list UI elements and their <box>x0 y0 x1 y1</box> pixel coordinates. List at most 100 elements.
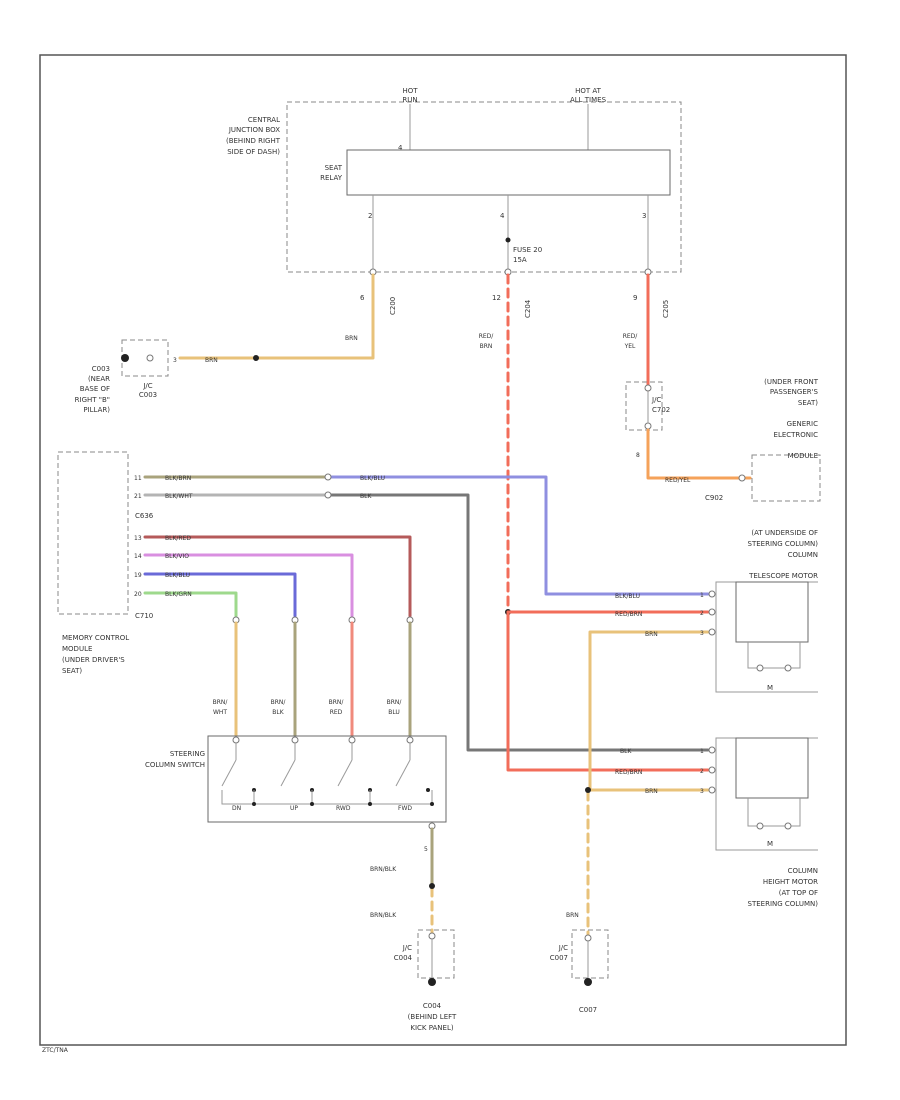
svg-text:BLK/BLU: BLK/BLU <box>360 475 385 482</box>
svg-text:BLK/WHT: BLK/WHT <box>165 493 193 500</box>
svg-text:2: 2 <box>700 610 704 617</box>
svg-text:BRN: BRN <box>480 343 493 350</box>
svg-text:BRN/: BRN/ <box>387 699 403 706</box>
svg-text:WHT: WHT <box>213 709 227 716</box>
svg-text:BLK/BLU: BLK/BLU <box>165 572 190 579</box>
svg-text:RWD: RWD <box>336 805 351 812</box>
svg-text:PASSENGER'S: PASSENGER'S <box>770 388 819 396</box>
svg-text:HOT: HOT <box>402 87 418 95</box>
svg-text:J/C: J/C <box>651 396 661 404</box>
svg-text:DN: DN <box>232 805 241 812</box>
wire-label-brn-c003: BRN <box>205 357 218 364</box>
svg-text:C003: C003 <box>139 391 157 399</box>
svg-text:C007: C007 <box>550 954 568 962</box>
svg-text:C003: C003 <box>92 365 110 373</box>
svg-text:HEIGHT MOTOR: HEIGHT MOTOR <box>763 878 818 886</box>
svg-text:STEERING: STEERING <box>170 750 205 758</box>
svg-text:BRN/BLK: BRN/BLK <box>370 912 397 919</box>
svg-text:YEL: YEL <box>624 343 636 350</box>
wire-blk-blu-telescope <box>328 475 710 596</box>
svg-text:BLK/BLU: BLK/BLU <box>615 593 640 600</box>
jc-c702-label: J/C C702 <box>651 396 670 414</box>
jc-c003-label: J/C C003 <box>139 382 157 399</box>
relay-pin-run: 4 <box>398 144 403 152</box>
svg-text:RED/BRN: RED/BRN <box>615 769 642 776</box>
svg-text:13: 13 <box>134 535 142 542</box>
svg-text:COLUMN: COLUMN <box>788 551 818 559</box>
memory-control-module <box>57 451 129 615</box>
c007-label: C007 <box>579 1006 597 1014</box>
svg-text:GENERIC: GENERIC <box>787 420 818 428</box>
svg-text:BLK: BLK <box>360 493 372 500</box>
svg-text:C004: C004 <box>423 1002 442 1010</box>
column-telescope-motor <box>735 581 809 643</box>
c204-label: C204 <box>524 299 532 318</box>
svg-text:SIDE OF DASH): SIDE OF DASH) <box>227 148 280 156</box>
hot-all-times-label: HOT AT ALL TIMES <box>570 87 607 104</box>
svg-text:BRN/: BRN/ <box>271 699 287 706</box>
svg-text:COLUMN: COLUMN <box>788 867 818 875</box>
svg-text:BRN/BLK: BRN/BLK <box>370 866 397 873</box>
svg-text:20: 20 <box>134 591 142 598</box>
svg-text:(UNDER FRONT: (UNDER FRONT <box>764 378 819 386</box>
svg-text:BRN: BRN <box>566 912 579 919</box>
jc-c007 <box>571 929 609 979</box>
wire-blk-height <box>328 493 710 752</box>
svg-text:SEAT): SEAT) <box>798 399 818 407</box>
svg-text:19: 19 <box>134 572 142 579</box>
svg-text:MODULE: MODULE <box>788 452 818 460</box>
c205-label: C205 <box>662 300 670 318</box>
svg-text:RELAY: RELAY <box>320 174 343 182</box>
wire-blk-blu-switch <box>143 572 297 618</box>
svg-text:(NEAR: (NEAR <box>88 375 110 383</box>
footer-code: ZTC/TNA <box>42 1047 69 1054</box>
svg-text:MEMORY CONTROL: MEMORY CONTROL <box>62 634 129 642</box>
svg-text:BRN/: BRN/ <box>329 699 345 706</box>
svg-text:J/C: J/C <box>402 944 412 952</box>
c902-label: C902 <box>705 494 723 502</box>
svg-text:BLK: BLK <box>272 709 284 716</box>
seat-relay-label: SEAT RELAY <box>320 164 343 182</box>
fuse-label: FUSE 20 <box>513 246 542 254</box>
svg-text:21: 21 <box>134 493 142 500</box>
column-height-motor <box>735 737 809 799</box>
jc-c702 <box>625 381 663 431</box>
wire-label-red-yel: RED/ YEL <box>623 333 639 350</box>
svg-text:SEAT: SEAT <box>325 164 343 172</box>
svg-text:3: 3 <box>700 788 704 795</box>
svg-text:BLK/RED: BLK/RED <box>165 535 191 542</box>
wire-blk-red <box>143 535 412 618</box>
wire-brn-telescope-ground <box>588 630 710 792</box>
c636-label: C636 <box>135 512 154 520</box>
svg-text:(BEHIND RIGHT: (BEHIND RIGHT <box>226 137 281 145</box>
jc-c004 <box>417 929 455 979</box>
svg-text:BRN: BRN <box>645 631 658 638</box>
telescope-motor-symbol: M <box>767 684 773 692</box>
svg-text:RED: RED <box>330 709 343 716</box>
svg-text:RIGHT "B": RIGHT "B" <box>75 396 110 404</box>
svg-text:BLK/GRN: BLK/GRN <box>165 591 192 598</box>
svg-text:UP: UP <box>290 805 298 812</box>
svg-text:KICK PANEL): KICK PANEL) <box>410 1024 453 1032</box>
svg-text:RUN: RUN <box>402 96 417 104</box>
c205-pin: 9 <box>633 294 637 302</box>
c003-location: C003 (NEAR BASE OF RIGHT "B" PILLAR) <box>75 365 111 414</box>
wire-red-yel-c902 <box>646 428 752 480</box>
wire-label-brn: BRN <box>345 335 358 342</box>
svg-text:1: 1 <box>700 748 704 755</box>
svg-text:RED/: RED/ <box>623 333 639 340</box>
relay-pin-right: 3 <box>642 212 646 220</box>
svg-text:11: 11 <box>134 475 142 482</box>
svg-text:2: 2 <box>700 768 704 775</box>
svg-text:RED/: RED/ <box>479 333 495 340</box>
svg-text:1: 1 <box>700 592 704 599</box>
svg-text:STEERING COLUMN): STEERING COLUMN) <box>748 900 819 908</box>
svg-text:5: 5 <box>424 846 428 853</box>
svg-text:(AT TOP OF: (AT TOP OF <box>779 889 818 897</box>
height-motor-symbol: M <box>767 840 773 848</box>
svg-text:BLK/BRN: BLK/BRN <box>165 475 191 482</box>
svg-text:BLU: BLU <box>388 709 400 716</box>
fuse-amp-label: 15A <box>513 256 527 264</box>
svg-text:(UNDER DRIVER'S: (UNDER DRIVER'S <box>62 656 125 664</box>
height-motor-label: COLUMN HEIGHT MOTOR (AT TOP OF STEERING … <box>748 867 819 908</box>
